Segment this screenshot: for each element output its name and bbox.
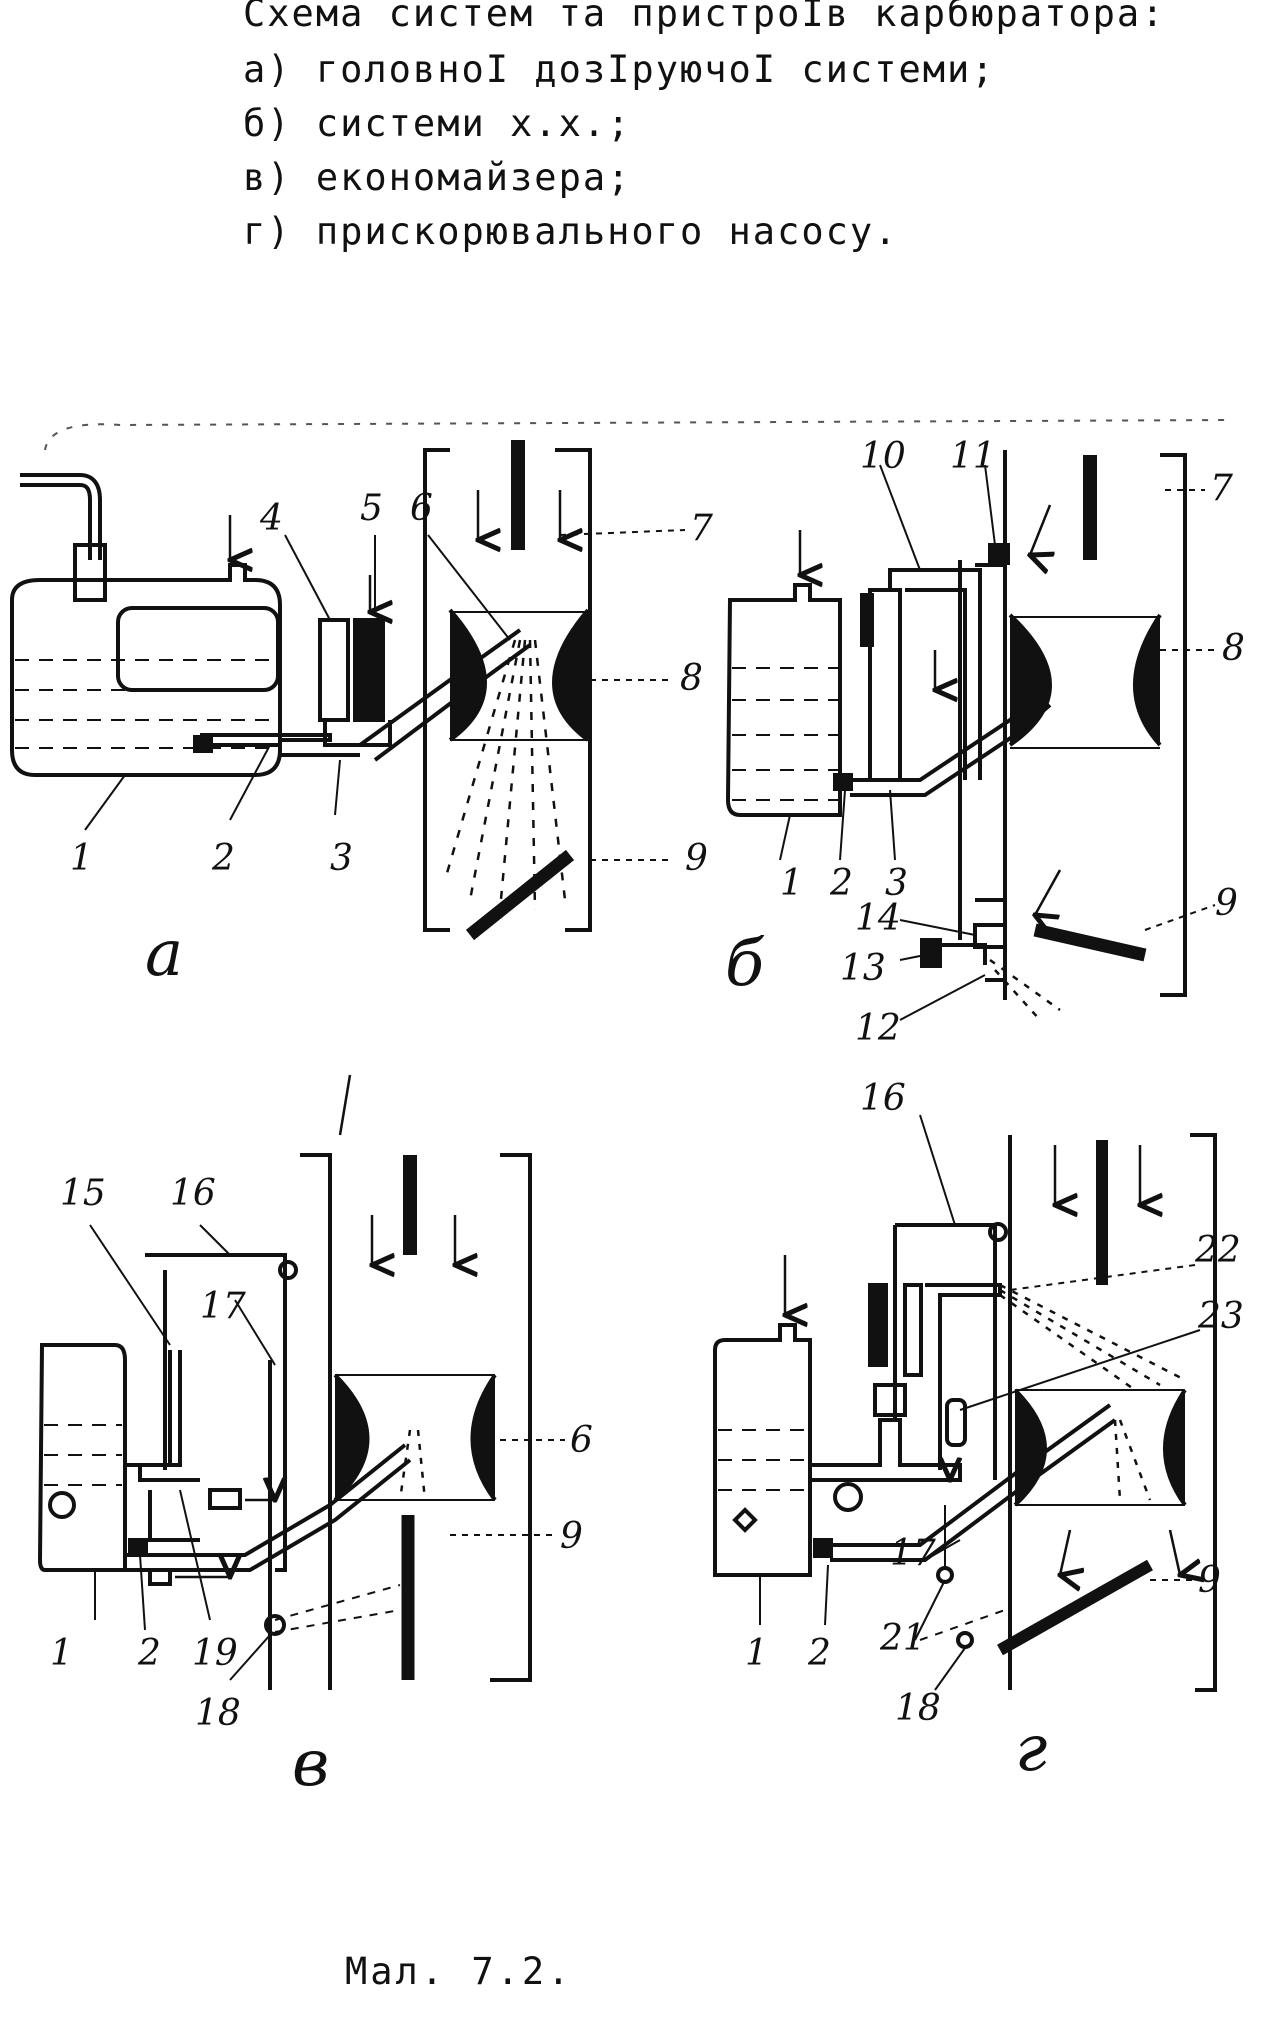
label-b-8: 8: [1222, 628, 1245, 669]
panel-d: [713, 1114, 1217, 1692]
header-item-d: г) прискорювального насосу.: [243, 210, 899, 253]
label-d-16: 16: [860, 1078, 906, 1119]
panel-c-labels: 1 2 6 9 15 16 17 18 19 в: [50, 1173, 593, 1801]
label-b-3: 3: [885, 863, 908, 904]
label-a-5: 5: [360, 488, 383, 529]
panel-b-letter: б: [725, 927, 765, 1001]
header-title: Схема систем та пристроIв карбюратора:: [243, 0, 1166, 35]
label-b-10: 10: [860, 436, 906, 477]
label-a-3: 3: [330, 838, 353, 879]
label-c-15: 15: [60, 1173, 106, 1214]
label-b-7: 7: [1210, 468, 1233, 509]
label-a-9: 9: [685, 838, 708, 879]
label-c-9: 9: [560, 1516, 583, 1557]
panel-b: [725, 450, 1220, 1021]
label-d-1: 1: [745, 1633, 768, 1674]
label-a-1: 1: [70, 838, 93, 879]
label-d-9: 9: [1198, 1560, 1221, 1601]
panel-a-letter: а: [145, 917, 183, 991]
label-b-2: 2: [829, 863, 853, 904]
label-b-11: 11: [950, 436, 996, 477]
label-c-1: 1: [50, 1633, 73, 1674]
panel-d-letter: г: [1015, 1712, 1047, 1786]
label-b-1: 1: [780, 863, 803, 904]
header-item-a: а) головноI дозIруючоI системи;: [243, 48, 996, 91]
panel-d-labels: 1 2 9 16 17 18 21 22 23 г: [745, 1078, 1244, 1786]
panel-a: [10, 440, 686, 941]
label-a-8: 8: [680, 658, 703, 699]
label-d-23: 23: [1197, 1296, 1244, 1337]
label-a-2: 2: [211, 838, 235, 879]
panel-a-labels: 1 2 3 4 5 6 7 8 9 а: [70, 488, 713, 991]
label-c-2: 2: [137, 1633, 161, 1674]
label-d-2: 2: [807, 1633, 831, 1674]
label-b-12: 12: [855, 1008, 901, 1049]
label-c-17: 17: [200, 1286, 246, 1327]
label-c-16: 16: [170, 1173, 216, 1214]
label-d-18: 18: [895, 1688, 941, 1729]
figure-caption: Мал. 7.2.: [345, 1950, 573, 1993]
label-b-9: 9: [1215, 883, 1238, 924]
label-c-6: 6: [570, 1420, 593, 1461]
header-item-b: б) системи х.х.;: [243, 102, 632, 145]
label-a-6: 6: [410, 488, 433, 529]
panel-c: [37, 1074, 565, 1690]
label-d-22: 22: [1194, 1230, 1241, 1271]
label-d-21: 21: [879, 1618, 926, 1659]
label-d-17: 17: [890, 1533, 936, 1574]
label-a-7: 7: [690, 508, 713, 549]
label-b-14: 14: [855, 898, 901, 939]
label-c-19: 19: [192, 1633, 238, 1674]
label-b-13: 13: [840, 948, 886, 989]
label-c-18: 18: [195, 1693, 241, 1734]
panel-b-labels: 1 2 3 7 8 9 10 11 12 13 14 б: [725, 436, 1245, 1049]
label-a-4: 4: [259, 498, 283, 539]
header-item-c: в) економайзера;: [243, 156, 632, 199]
panel-c-letter: в: [292, 1727, 329, 1801]
